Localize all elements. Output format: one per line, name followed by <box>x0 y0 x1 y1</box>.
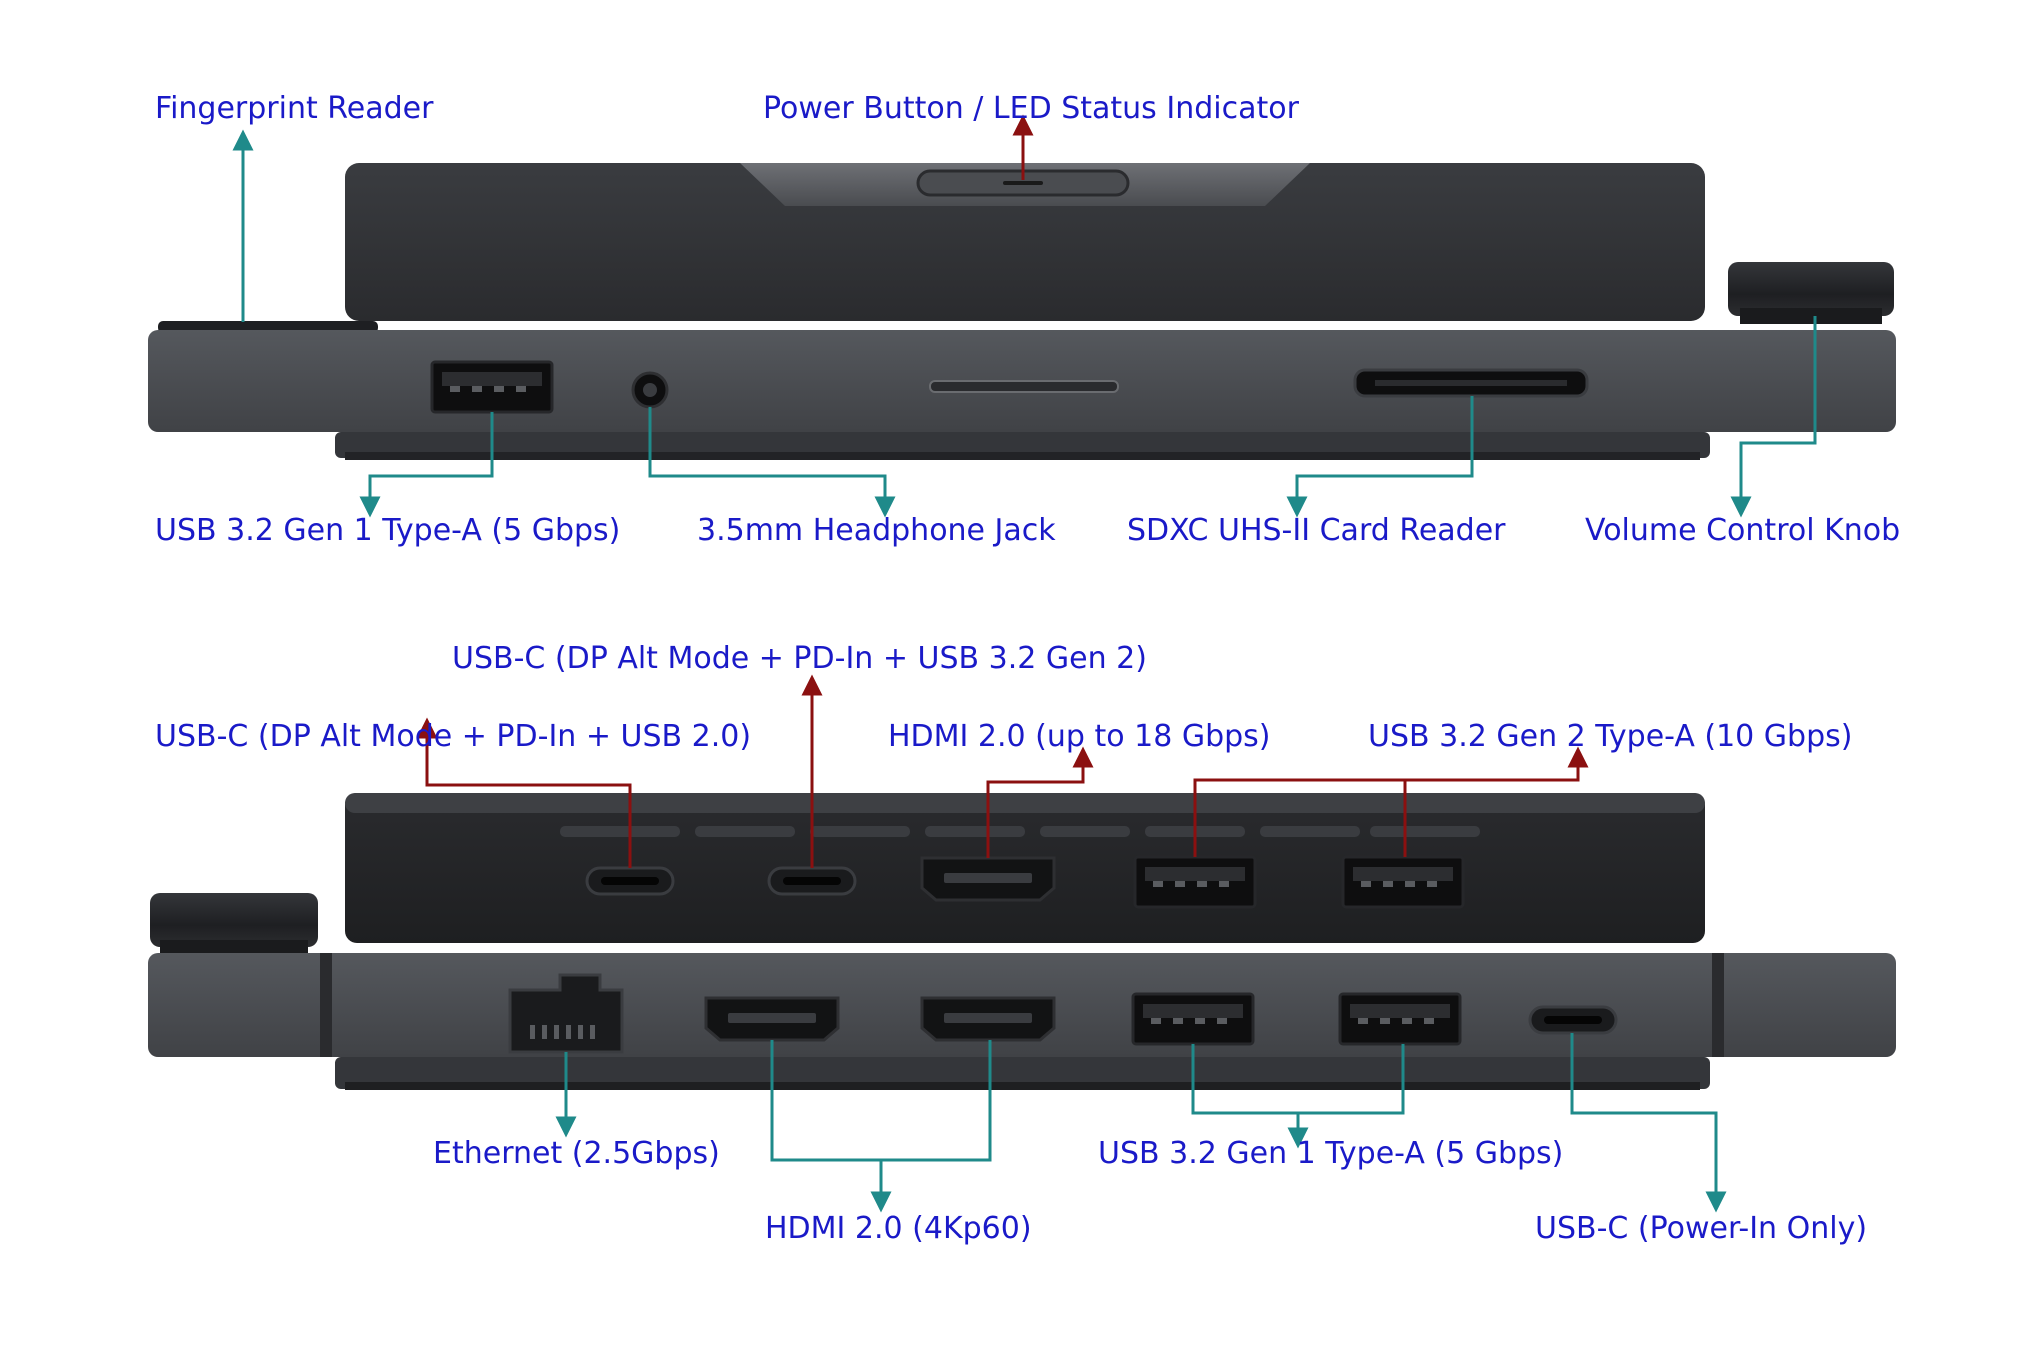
volume-knob-rear <box>150 893 318 956</box>
label-fingerprint-reader: Fingerprint Reader <box>155 91 434 126</box>
arrow-icon <box>416 717 632 868</box>
audio-jack-icon <box>631 371 669 409</box>
label-ethernet: Ethernet (2.5Gbps) <box>433 1136 720 1171</box>
label-headphone-jack: 3.5mm Headphone Jack <box>697 513 1056 548</box>
arrow-icon <box>1570 1033 1727 1213</box>
label-power-button: Power Button / LED Status Indicator <box>763 91 1300 126</box>
ethernet-port-icon <box>508 973 624 1054</box>
label-usbc-dp-gen2: USB-C (DP Alt Mode + PD-In + USB 3.2 Gen… <box>452 641 1147 676</box>
rear-base <box>335 1057 1710 1089</box>
arrow-icon <box>648 407 896 518</box>
label-usbc-power: USB-C (Power-In Only) <box>1535 1211 1867 1246</box>
arrow-icon <box>986 746 1094 858</box>
hdmi-port-icon <box>704 996 840 1042</box>
hdmi-port-icon <box>920 856 1056 902</box>
usb-c-port-icon <box>767 866 857 896</box>
label-sdxc-reader: SDXC UHS-II Card Reader <box>1127 513 1506 548</box>
volume-control-knob[interactable] <box>1728 262 1894 324</box>
label-usb-gen2-a: USB 3.2 Gen 2 Type-A (10 Gbps) <box>1368 719 1852 754</box>
usb-a-port-icon <box>1338 992 1462 1046</box>
front-view <box>148 163 1896 460</box>
leader-lines <box>232 114 1817 1213</box>
arrow-icon <box>359 412 494 518</box>
vent-grille <box>560 826 1480 837</box>
labels: Fingerprint Reader Power Button / LED St… <box>155 91 1900 1246</box>
label-usbc-dp-usb2: USB-C (DP Alt Mode + PD-In + USB 2.0) <box>155 719 751 754</box>
led-status-indicator <box>1003 181 1043 185</box>
usb-a-port-icon <box>1131 992 1255 1046</box>
usb-c-port-icon <box>1528 1005 1618 1035</box>
front-slot-decor <box>929 380 1119 393</box>
label-hdmi-18: HDMI 2.0 (up to 18 Gbps) <box>888 719 1271 754</box>
arrow-icon <box>1730 316 1817 518</box>
front-top-body <box>345 163 1705 321</box>
usb-a-port-icon <box>430 360 554 414</box>
usb-a-port-icon <box>1341 855 1465 909</box>
usb-a-port-icon <box>1133 855 1257 909</box>
arrow-icon <box>1300 746 1589 782</box>
label-volume-knob: Volume Control Knob <box>1585 513 1900 548</box>
front-base <box>335 432 1710 458</box>
hdmi-port-icon <box>920 996 1056 1042</box>
usb-c-port-icon <box>585 866 675 896</box>
rear-view <box>148 793 1896 1090</box>
arrow-icon <box>1286 396 1474 518</box>
sd-slot-icon <box>1353 368 1589 398</box>
label-hdmi-4k: HDMI 2.0 (4Kp60) <box>765 1211 1032 1246</box>
label-usb-gen1-a-rear: USB 3.2 Gen 1 Type-A (5 Gbps) <box>1098 1136 1563 1171</box>
label-usb-a-front: USB 3.2 Gen 1 Type-A (5 Gbps) <box>155 513 620 548</box>
